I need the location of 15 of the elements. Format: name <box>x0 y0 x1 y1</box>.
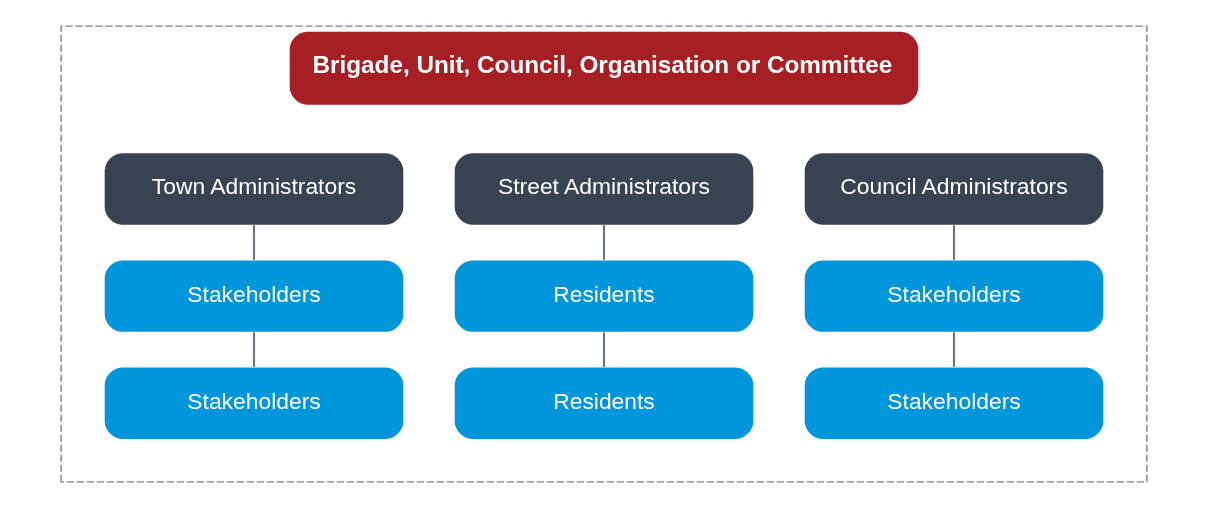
connector <box>602 224 605 260</box>
connector <box>252 331 255 367</box>
node-box: Council Administrators <box>804 152 1103 225</box>
node-box: Town Administrators <box>104 152 403 225</box>
node-box: Stakeholders <box>804 367 1103 439</box>
connector <box>952 224 955 260</box>
connector <box>602 331 605 367</box>
node-box: Stakeholders <box>804 259 1103 332</box>
connector <box>252 224 255 260</box>
node-box: Residents <box>454 259 753 332</box>
node-box: Residents <box>454 367 753 439</box>
node-box: Stakeholders <box>104 259 403 332</box>
connector <box>952 331 955 367</box>
node-box: Stakeholders <box>104 367 403 439</box>
node-box: Street Administrators <box>454 152 753 225</box>
